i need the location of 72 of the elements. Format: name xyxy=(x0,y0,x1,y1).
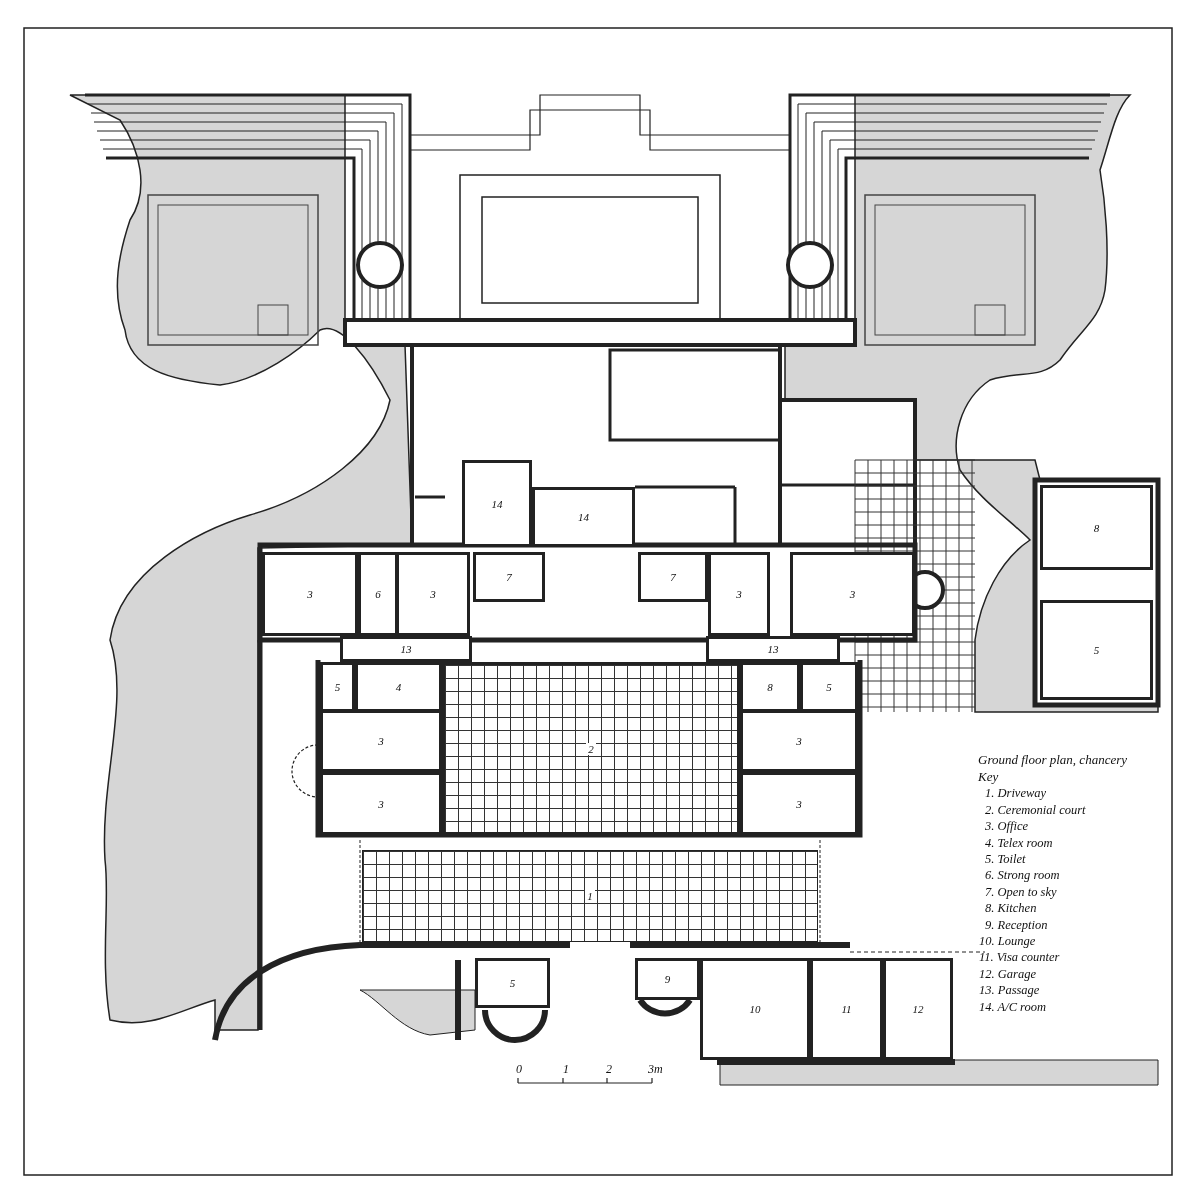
room xyxy=(700,958,810,1060)
room xyxy=(358,552,398,636)
room-number: 14 xyxy=(576,511,591,523)
room xyxy=(320,662,355,712)
key-item: 12. Garage xyxy=(979,966,1036,982)
room-number: 3 xyxy=(794,735,804,747)
room xyxy=(800,662,858,712)
room xyxy=(740,710,858,772)
room xyxy=(1040,485,1153,570)
room-number: 10 xyxy=(747,1003,763,1015)
room xyxy=(532,487,635,547)
key-item: 2. Ceremonial court xyxy=(985,802,1086,818)
room-number: 7 xyxy=(504,571,514,583)
room-number: 2 xyxy=(586,742,596,755)
key-item: 3. Office xyxy=(985,819,1029,835)
key-item: 14. A/C room xyxy=(979,999,1047,1015)
key-item: 7. Open to sky xyxy=(985,884,1057,900)
room xyxy=(708,552,770,636)
plan-title: Ground floor plan, chancery xyxy=(978,752,1127,768)
room xyxy=(262,552,358,636)
room-number: 1 xyxy=(585,890,595,902)
room-number: 3 xyxy=(376,735,386,747)
room-number: 7 xyxy=(668,571,678,583)
key-item: 8. Kitchen xyxy=(985,901,1037,917)
scale-number: 3m xyxy=(648,1062,663,1077)
room xyxy=(462,460,532,547)
key-item: 9. Reception xyxy=(985,917,1048,933)
room xyxy=(706,636,840,662)
room xyxy=(810,958,883,1060)
key-item: 4. Telex room xyxy=(985,835,1053,851)
room xyxy=(638,552,708,602)
key-item: 11. Visa counter xyxy=(979,950,1060,966)
room-number: 6 xyxy=(373,588,383,600)
key-item: 6. Strong room xyxy=(985,868,1060,884)
room xyxy=(473,552,545,602)
room xyxy=(1040,600,1153,700)
room-number: 9 xyxy=(662,973,673,985)
room xyxy=(355,662,442,712)
key-item: 5. Toilet xyxy=(985,852,1026,867)
room-number: 12 xyxy=(910,1003,926,1015)
room xyxy=(740,662,800,712)
room-number: 3 xyxy=(428,588,438,600)
key-item: 13. Passage xyxy=(979,983,1040,999)
room-number: 5 xyxy=(332,681,343,693)
room-number: 13 xyxy=(398,643,414,655)
room xyxy=(320,772,442,835)
room xyxy=(740,772,858,835)
driveway-area xyxy=(362,850,818,942)
room-number: 3 xyxy=(305,588,315,600)
room-number: 11 xyxy=(839,1003,854,1015)
room xyxy=(790,552,915,636)
room xyxy=(320,710,442,772)
room-number: 5 xyxy=(1091,644,1102,656)
key-heading: Key xyxy=(978,769,999,785)
room-number: 13 xyxy=(765,643,781,655)
room xyxy=(396,552,470,636)
room-number: 3 xyxy=(734,588,744,600)
room xyxy=(475,958,550,1008)
room xyxy=(635,958,700,1000)
scale-number: 2 xyxy=(606,1062,612,1077)
key-item: 10. Lounge xyxy=(979,934,1036,949)
room-number: 4 xyxy=(393,681,404,693)
room-number: 8 xyxy=(765,681,775,693)
room xyxy=(340,636,472,662)
room-number: 3 xyxy=(847,588,858,600)
room-number: 5 xyxy=(507,977,518,989)
tiled-court xyxy=(442,662,740,835)
room xyxy=(883,958,953,1060)
key-item: 1. Driveway xyxy=(985,786,1047,802)
room-number: 5 xyxy=(824,681,834,693)
scale-number: 1 xyxy=(563,1062,569,1077)
scale-number: 0 xyxy=(516,1062,522,1077)
